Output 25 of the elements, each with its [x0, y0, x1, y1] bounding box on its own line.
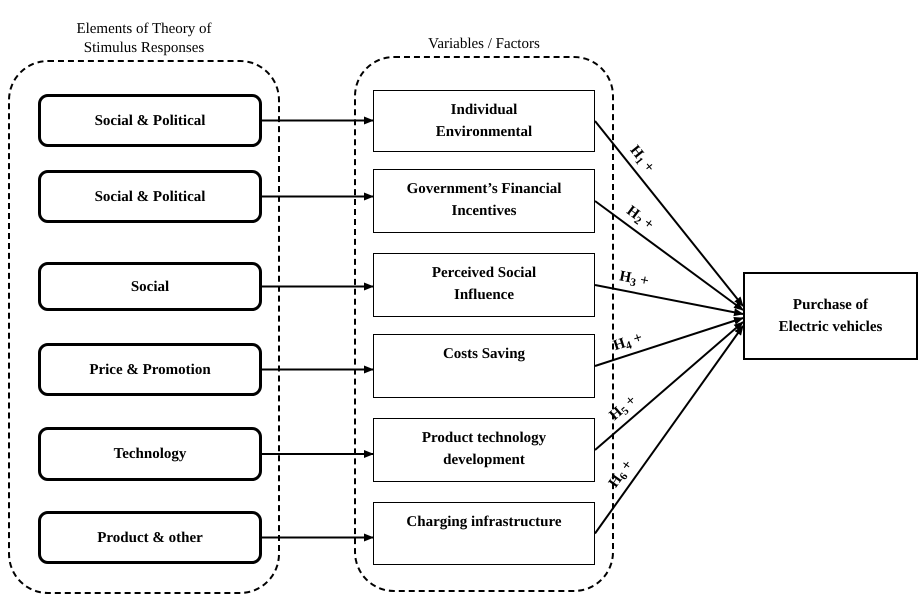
arrow	[262, 450, 374, 458]
factor-box: Product technology development	[373, 418, 595, 482]
arrow	[262, 534, 374, 542]
stimulus-box: Social & Political	[38, 170, 262, 223]
stimulus-box: Technology	[38, 427, 262, 481]
arrow	[594, 316, 744, 367]
arrow	[262, 192, 374, 200]
stimulus-box: Social	[38, 262, 262, 311]
factor-box: Purchase of Electric vehicles	[743, 272, 918, 360]
stimulus-box: Product & other	[38, 511, 262, 564]
arrow	[262, 116, 374, 124]
stimulus-box: Social & Political	[38, 94, 262, 147]
arrow	[262, 282, 374, 290]
factor-box: Individual Environmental	[373, 90, 595, 152]
arrow	[594, 200, 744, 311]
factor-box: Government’s Financial Incentives	[373, 169, 595, 233]
edge-label: H$_{3}$ +	[618, 268, 651, 290]
factor-box: Costs Saving	[373, 334, 595, 398]
group-heading: Elements of Theory of Stimulus Responses	[75, 20, 213, 58]
arrow	[262, 366, 374, 374]
stimulus-box: Price & Promotion	[38, 343, 262, 396]
factor-box: Perceived Social Influence	[373, 253, 595, 317]
arrow	[594, 284, 744, 316]
group-heading: Variables / Factors	[427, 35, 541, 54]
factor-box: Charging infrastructure	[373, 502, 595, 565]
